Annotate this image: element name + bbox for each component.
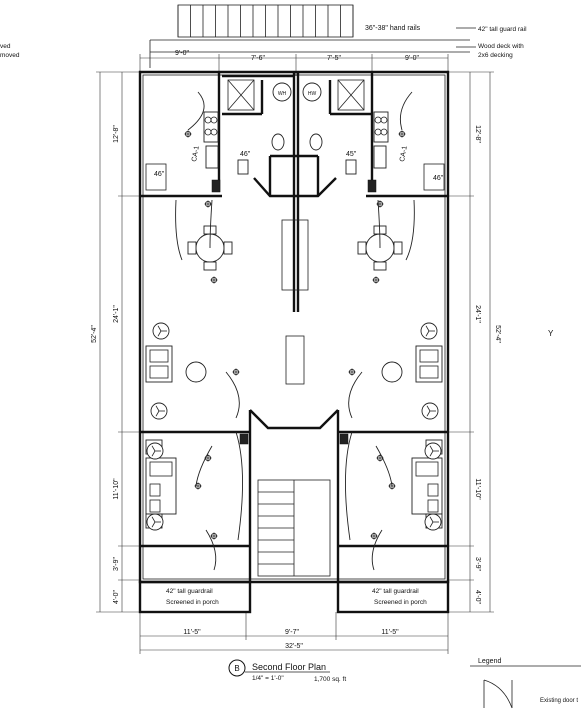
left-kitchen — [203, 111, 221, 193]
light-fixture-icon — [210, 276, 218, 284]
hand-rails-note: 36"-38" hand rails — [365, 25, 421, 32]
dim-bottom-1: 11'-5" — [183, 629, 201, 636]
guardrail-left-note: 42" tall guardrail — [166, 588, 213, 595]
light-fixture-icon — [372, 276, 380, 284]
dim-right-2: 24'-1" — [474, 305, 481, 323]
bottom-dimension-line — [139, 612, 449, 654]
dim-bottom-3: 11'-5" — [381, 629, 399, 636]
plan-scale: 1/4" = 1'-0" — [252, 675, 284, 682]
fan-icon — [152, 322, 170, 340]
closet-right-dim: 46" — [433, 175, 444, 182]
dim-right-4: 3'-9" — [474, 557, 481, 571]
left-living-furniture — [145, 345, 207, 383]
fan-icon — [150, 402, 168, 420]
light-fixture-icon — [370, 532, 378, 540]
center-bar — [285, 335, 305, 385]
right-bath — [302, 79, 365, 175]
dim-left-1: 12'-8" — [113, 125, 120, 143]
right-dimension-line — [448, 71, 494, 613]
dim-left-5: 4'-0" — [113, 590, 120, 604]
center-counter — [281, 219, 309, 291]
deck-note-line2: 2x6 decking — [478, 52, 513, 59]
dim-top-4: 9'-0" — [405, 55, 419, 62]
dim-top-1: 9'-0" — [175, 50, 189, 57]
porch-right-note: Screened in porch — [374, 599, 427, 606]
light-fixtures — [184, 130, 406, 540]
dim-left-total: 52'-4" — [91, 325, 98, 343]
ca-left-label: CA-1 — [191, 145, 201, 162]
left-dimension-line — [96, 71, 140, 613]
legend-heading: Legend — [478, 658, 501, 665]
dim-left-4: 3'-9" — [113, 557, 120, 571]
fan-icon — [146, 442, 164, 460]
left-cut-note2: moved — [0, 52, 20, 59]
dim-right-3: 11'-10" — [474, 478, 481, 500]
legend-item: Existing door t — [540, 698, 578, 704]
left-cut-note1: ved — [0, 43, 11, 50]
fan-icon — [424, 513, 442, 531]
interior-stair — [257, 479, 331, 577]
plan-title: Second Floor Plan — [252, 662, 326, 672]
plan-area: 1,700 sq. ft — [314, 676, 346, 683]
light-fixture-icon — [348, 368, 356, 376]
right-edge-label: Y — [548, 329, 554, 338]
light-fixture-icon — [232, 368, 240, 376]
bath-right-dim: 45" — [346, 151, 357, 158]
deck-note-line1: Wood deck with — [478, 43, 524, 50]
ca-right-label: CA-1 — [399, 145, 409, 162]
right-panel-box — [339, 433, 349, 445]
water-heater-left-label: WH — [278, 91, 287, 97]
dim-right-5: 4'-0" — [474, 590, 481, 604]
fan-icon — [421, 402, 439, 420]
light-fixture-icon — [210, 532, 218, 540]
electrical-wiring — [175, 91, 415, 571]
fan-icon — [146, 513, 164, 531]
exterior-stair — [149, 4, 470, 68]
title-block — [228, 659, 330, 677]
dim-left-3: 11'-10" — [113, 478, 120, 500]
right-kitchen — [367, 111, 389, 193]
left-bath — [227, 79, 292, 175]
fan-icon — [424, 442, 442, 460]
porch-left-note: Screened in porch — [166, 599, 219, 606]
dim-top-2: 7'-6" — [251, 55, 265, 62]
fan-icon — [420, 322, 438, 340]
dim-left-2: 24'-1" — [113, 305, 120, 323]
closet-left-dim: 46" — [154, 171, 165, 178]
light-fixture-icon — [194, 482, 202, 490]
left-panel-box — [239, 433, 249, 445]
legend — [470, 665, 581, 709]
light-fixture-icon — [398, 130, 406, 138]
dim-right-total: 52'-4" — [494, 325, 501, 343]
dim-bottom-2: 9'-7" — [285, 629, 299, 636]
dim-bottom-total: 32'-5" — [285, 643, 303, 650]
dim-right-1: 12'-8" — [474, 125, 481, 143]
title-marker: B — [234, 664, 239, 673]
exterior-walls — [138, 70, 450, 614]
guard-rail-note: 42" tall guard rail — [478, 26, 527, 33]
light-fixture-icon — [204, 200, 212, 208]
ceiling-fans — [146, 322, 442, 531]
water-heater-right-label: HW — [308, 91, 317, 97]
right-living-furniture — [381, 345, 443, 383]
dim-top-3: 7'-5" — [327, 55, 341, 62]
bath-left-dim: 46" — [240, 151, 251, 158]
light-fixture-icon — [376, 200, 384, 208]
light-fixture-icon — [184, 130, 192, 138]
guardrail-right-note: 42" tall guardrail — [372, 588, 419, 595]
